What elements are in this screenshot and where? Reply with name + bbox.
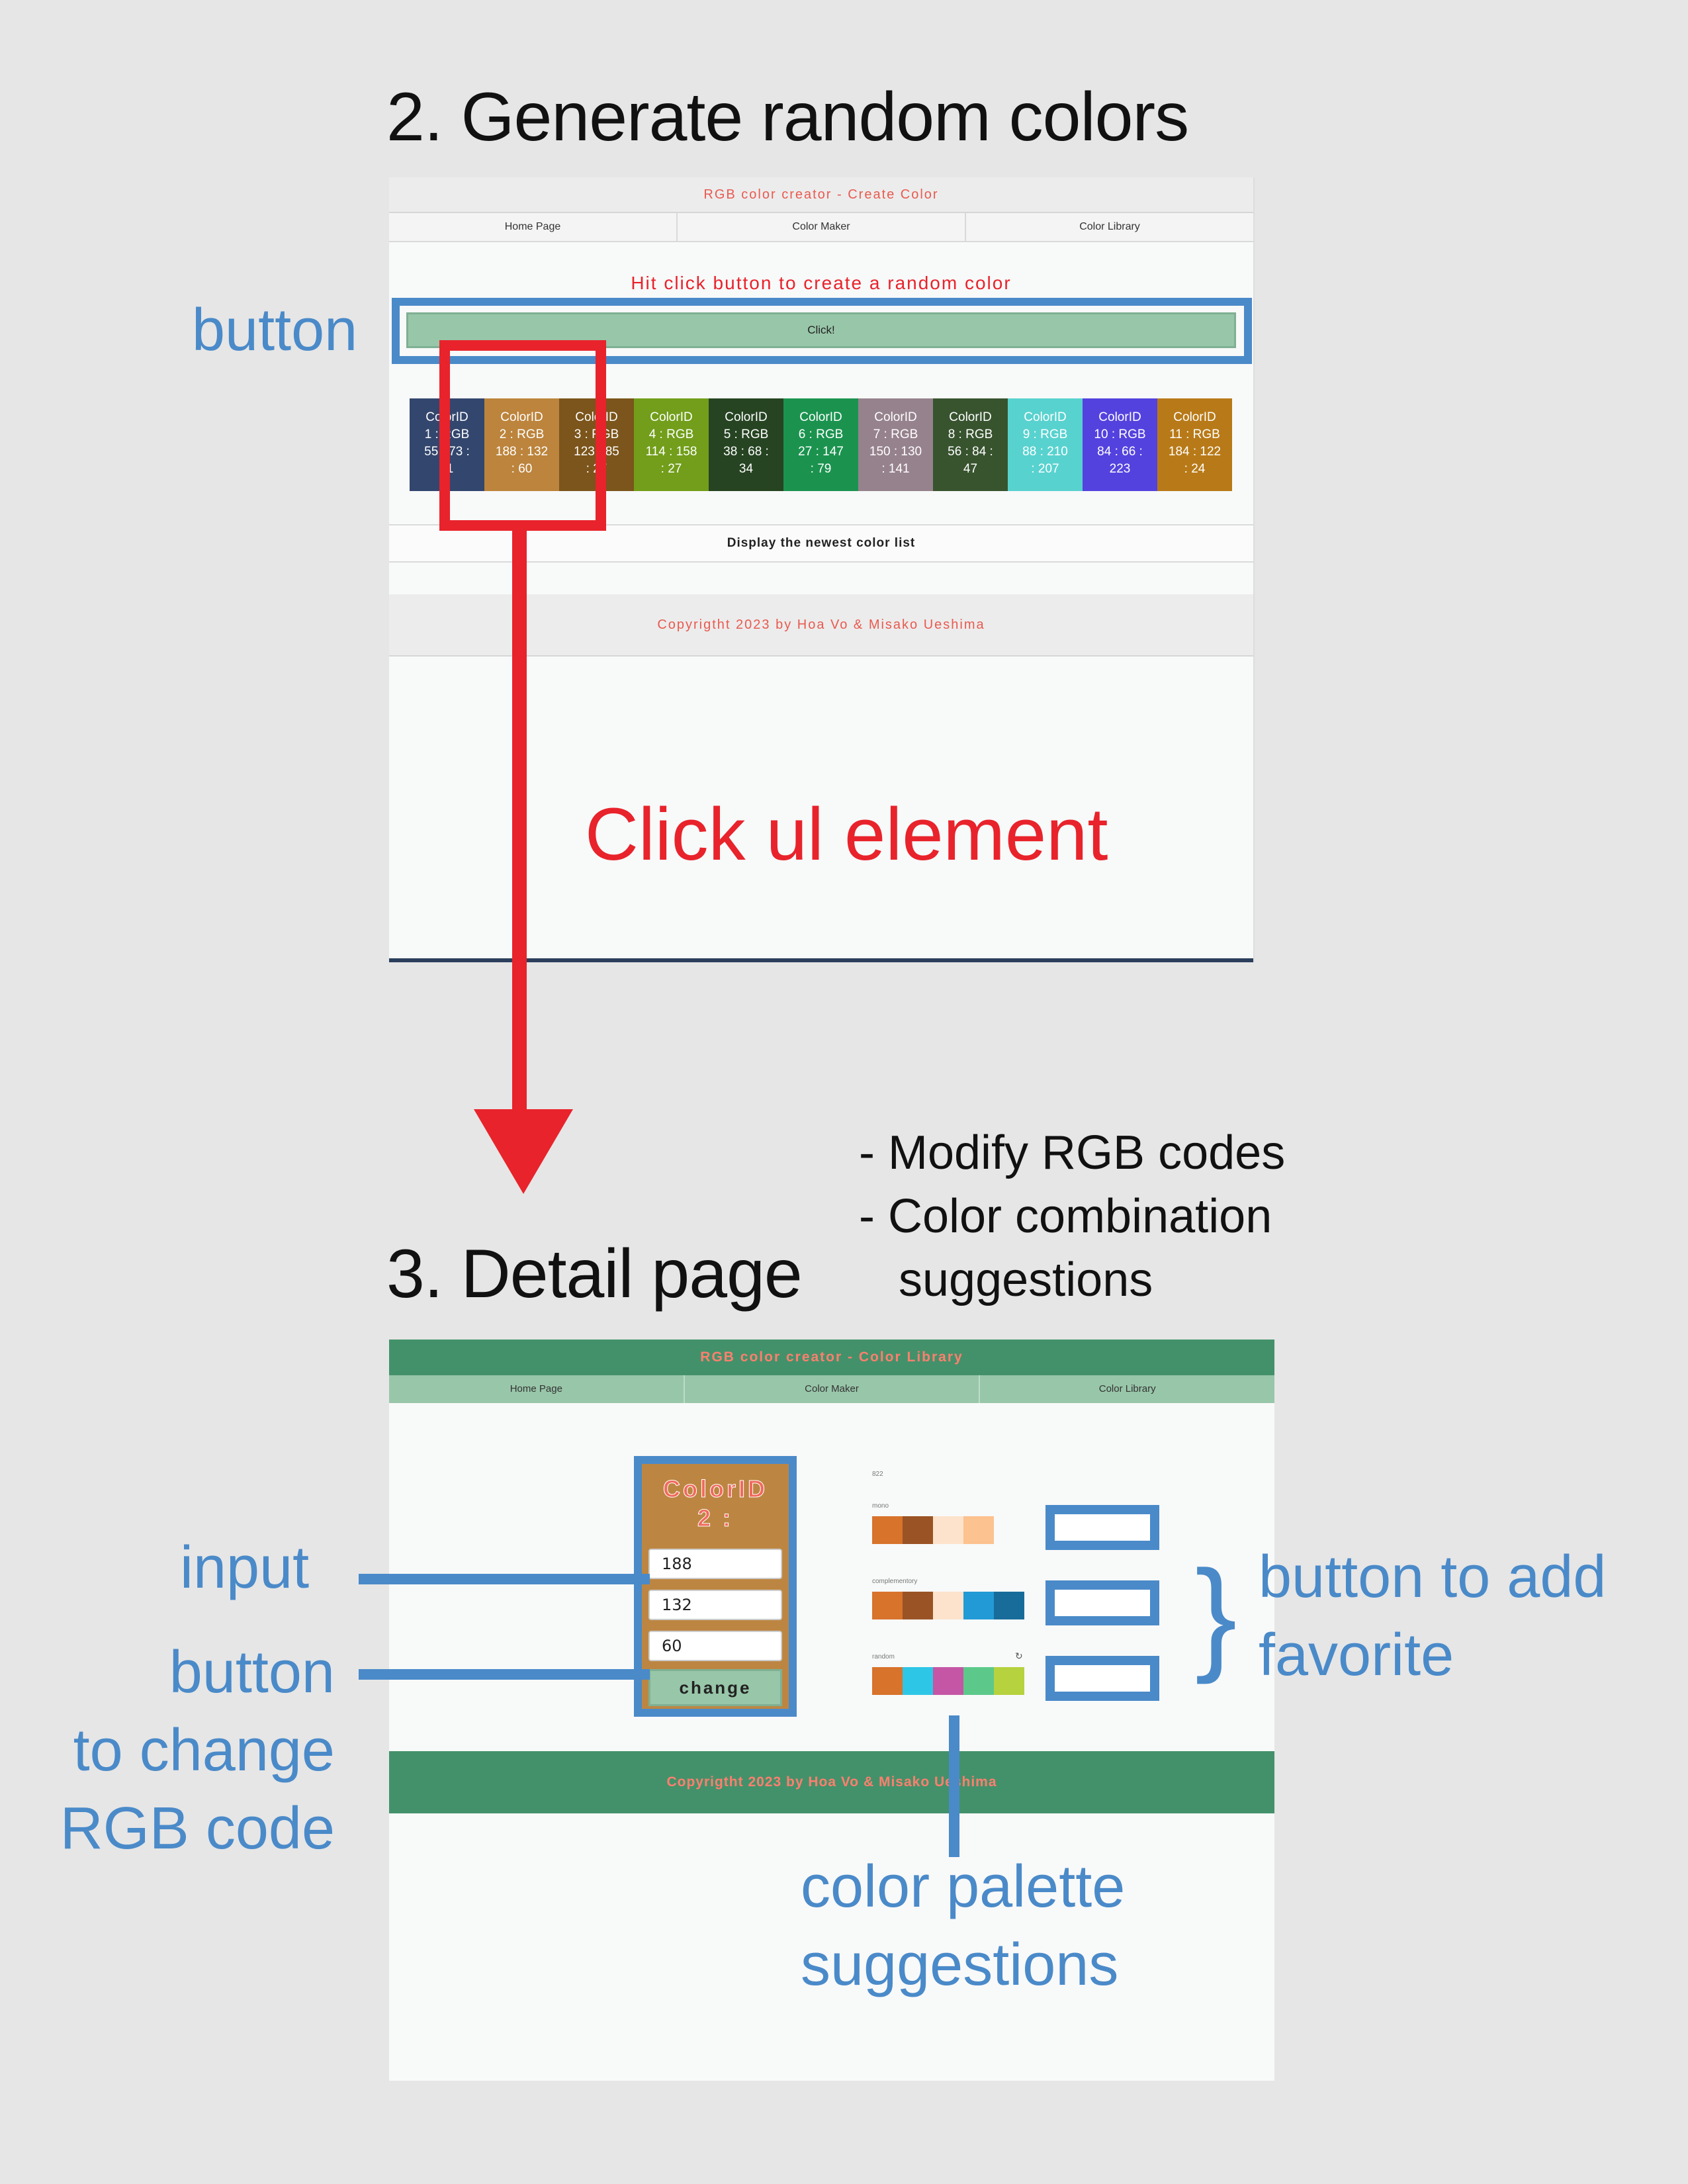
- palette-swatches[interactable]: [872, 1592, 1031, 1619]
- palette-color-swatch[interactable]: [903, 1592, 933, 1619]
- palette-color-swatch[interactable]: [963, 1516, 994, 1544]
- blue-input[interactable]: [648, 1631, 782, 1661]
- feature-notes: - Modify RGB codes - Color combination s…: [859, 1126, 1286, 1306]
- palette-complementory: complementory: [872, 1578, 1031, 1619]
- palette-name: mono: [872, 1502, 889, 1510]
- add-favorite-button-random[interactable]: [1045, 1656, 1159, 1701]
- palette-color-swatch[interactable]: [994, 1667, 1024, 1695]
- color-list-item[interactable]: ColorID 8 : RGB 56 : 84 : 47: [933, 398, 1008, 491]
- detail-page-screenshot: RGB color creator - Color Library Home P…: [389, 1340, 1274, 2081]
- nav-color-library[interactable]: Color Library: [1079, 221, 1140, 232]
- nav-color-library[interactable]: Color Library: [1098, 1383, 1156, 1394]
- palette-name: complementory: [872, 1578, 918, 1585]
- palette-color-swatch[interactable]: [994, 1592, 1024, 1619]
- palette-header: 822: [872, 1471, 883, 1478]
- annotation-favorite: button to add favorite: [1259, 1544, 1607, 1688]
- palette-color-swatch[interactable]: [872, 1667, 903, 1695]
- ul-highlight: [439, 340, 606, 531]
- nav-color-maker[interactable]: Color Maker: [678, 213, 966, 241]
- arrow-shaft: [512, 531, 527, 1113]
- palette-color-swatch[interactable]: [903, 1516, 933, 1544]
- color-list-item[interactable]: ColorID 10 : RGB 84 : 66 : 223: [1083, 398, 1157, 491]
- palette-color-swatch[interactable]: [903, 1667, 933, 1695]
- color-id-title: ColorID 2 :: [663, 1475, 768, 1532]
- nav-bar: Home Page Color Maker Color Library: [389, 1375, 1274, 1403]
- create-prompt: Hit click button to create a random colo…: [631, 273, 1012, 293]
- palette-swatches[interactable]: [872, 1667, 1031, 1695]
- color-list-item[interactable]: ColorID 11 : RGB 184 : 122 : 24: [1157, 398, 1232, 491]
- palette-mono: mono: [872, 1502, 1031, 1544]
- color-list-item[interactable]: ColorID 9 : RGB 88 : 210 : 207: [1008, 398, 1083, 491]
- annotation-button: button: [192, 297, 358, 363]
- annotation-brace: }: [1195, 1545, 1237, 1685]
- nav-home[interactable]: Home Page: [389, 1375, 685, 1403]
- input-connector: [359, 1574, 650, 1584]
- nav-bar: Home Page Color Maker Color Library: [389, 213, 1253, 242]
- footer: Copyrigtht 2023 by Hoa Vo & Misako Ueshi…: [389, 594, 1253, 657]
- refresh-icon[interactable]: ↻: [1015, 1651, 1023, 1661]
- annotation-click-ul: Click ul element: [585, 793, 1108, 876]
- color-list-item[interactable]: ColorID 4 : RGB 114 : 158 : 27: [634, 398, 709, 491]
- footer: Copyrigtht 2023 by Hoa Vo & Misako Ueshi…: [389, 1751, 1274, 1813]
- palette-color-swatch[interactable]: [933, 1516, 963, 1544]
- add-favorite-button-complementory[interactable]: [1045, 1580, 1159, 1625]
- annotation-input: input: [180, 1535, 310, 1601]
- color-card: ColorID 2 : change: [642, 1464, 789, 1709]
- color-list-item[interactable]: ColorID 2 : RGB 188 : 132 : 60: [484, 398, 559, 491]
- change-button[interactable]: change: [648, 1669, 782, 1706]
- color-list-item[interactable]: ColorID 6 : RGB 27 : 147 : 79: [783, 398, 858, 491]
- palette-color-swatch[interactable]: [872, 1592, 903, 1619]
- create-color-screenshot: RGB color creator - Create Color Home Pa…: [389, 177, 1255, 962]
- button-highlight: [392, 298, 1252, 364]
- arrow-head: [474, 1109, 573, 1194]
- page-title: RGB color creator - Create Color: [389, 177, 1253, 213]
- annotation-change-button: button to change RGB code: [60, 1639, 335, 1862]
- palette-color-swatch[interactable]: [933, 1592, 963, 1619]
- palette-color-swatch[interactable]: [872, 1516, 903, 1544]
- annotation-palette: color palette suggestions: [801, 1854, 1126, 1998]
- page-title: RGB color creator - Color Library: [389, 1340, 1274, 1375]
- bottom-edge: [389, 958, 1253, 962]
- palette-color-swatch[interactable]: [963, 1667, 994, 1695]
- nav-color-maker[interactable]: Color Maker: [685, 1375, 981, 1403]
- palette-connector: [949, 1715, 959, 1857]
- add-favorite-button-mono[interactable]: [1045, 1505, 1159, 1550]
- section1-heading: 2. Generate random colors: [386, 79, 1189, 156]
- section2-heading: 3. Detail page: [386, 1236, 803, 1312]
- palette-color-swatch[interactable]: [963, 1592, 994, 1619]
- change-button-connector: [359, 1669, 650, 1680]
- palette-swatches[interactable]: [872, 1516, 1031, 1544]
- palette-random: random: [872, 1653, 1031, 1695]
- color-list-item[interactable]: ColorID 5 : RGB 38 : 68 : 34: [709, 398, 783, 491]
- nav-home[interactable]: Home Page: [389, 213, 678, 241]
- color-card-highlight: [634, 1456, 797, 1717]
- palette-name: random: [872, 1653, 895, 1661]
- red-input[interactable]: [648, 1549, 782, 1579]
- color-list-item[interactable]: ColorID 7 : RGB 150 : 130 : 141: [858, 398, 933, 491]
- green-input[interactable]: [648, 1590, 782, 1620]
- palette-color-swatch[interactable]: [933, 1667, 963, 1695]
